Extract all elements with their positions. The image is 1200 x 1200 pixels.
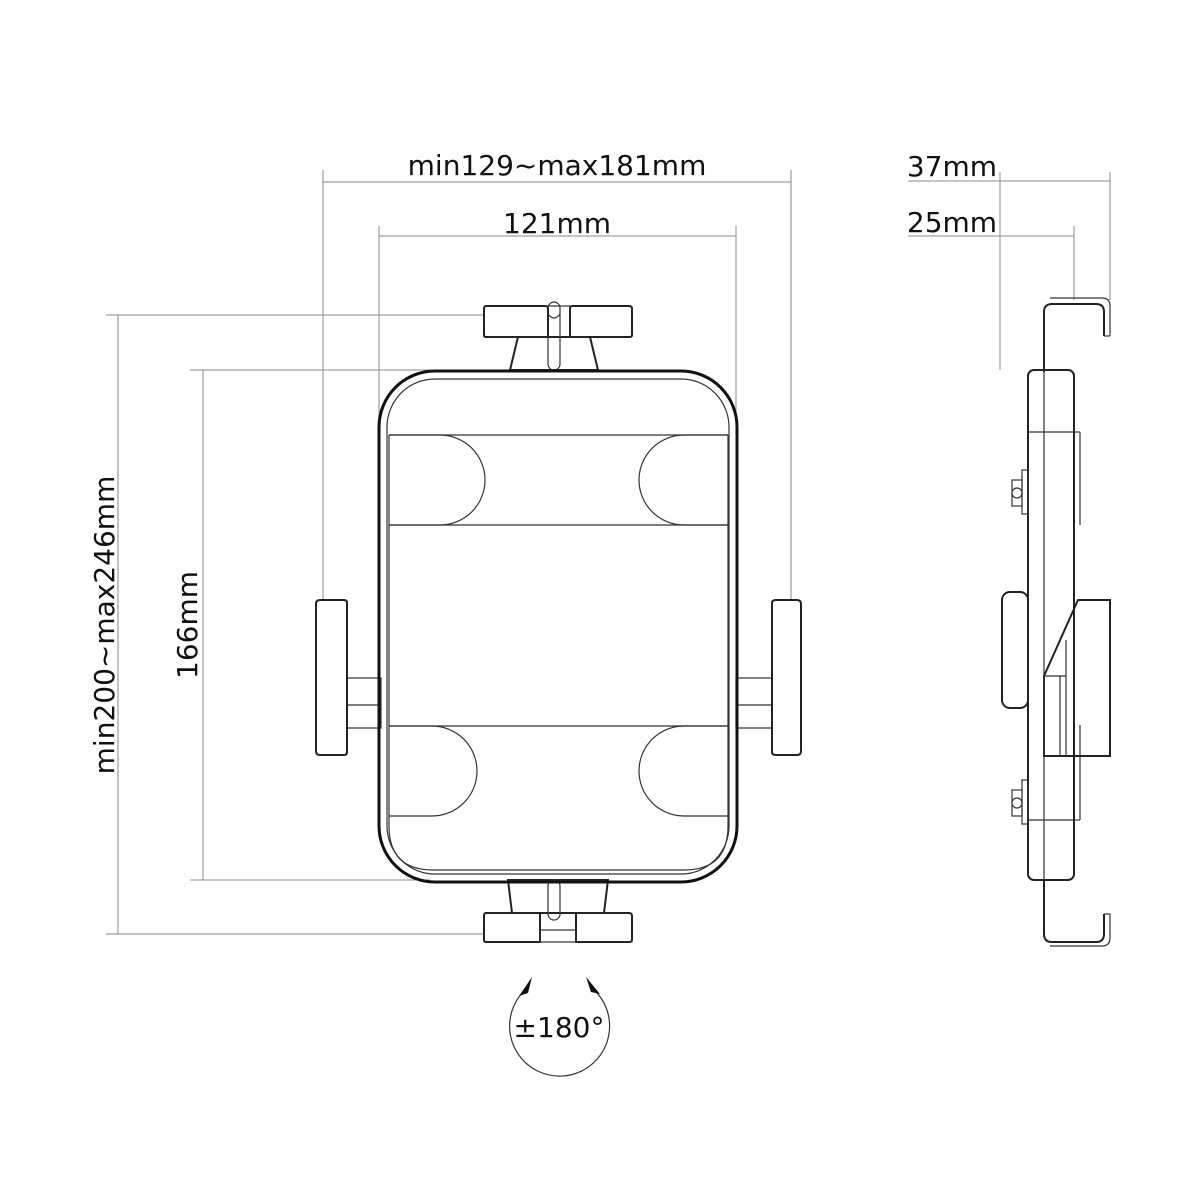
front-view [315, 301, 802, 943]
inner-height-label: 166mm [171, 571, 204, 679]
pad-bottom-left [389, 725, 478, 817]
screw-top-icon [1011, 469, 1029, 515]
depth-outer-label: 37mm [907, 150, 997, 183]
dimension-lines [106, 170, 1111, 935]
screw-bottom-icon [1011, 779, 1029, 825]
pad-bottom-right [638, 725, 728, 817]
top-clamp [483, 301, 633, 371]
left-clamp [315, 599, 382, 756]
holder-body [377, 369, 739, 884]
overall-width-label: min129~max181mm [408, 149, 707, 182]
pad-top-right [638, 434, 728, 526]
right-clamp [735, 599, 802, 756]
overall-height-label: min200~max246mm [88, 476, 121, 775]
depth-inner-label: 25mm [907, 206, 997, 239]
side-view [1001, 297, 1111, 947]
bottom-clamp [483, 879, 633, 943]
rotation-label: ±180° [514, 1011, 605, 1044]
pad-top-left [389, 434, 486, 526]
inner-width-label: 121mm [503, 207, 611, 240]
rotation-arrow-left-icon [519, 977, 532, 996]
rotation-arrow-right-icon [586, 977, 600, 994]
rotation-symbol [509, 977, 611, 1077]
